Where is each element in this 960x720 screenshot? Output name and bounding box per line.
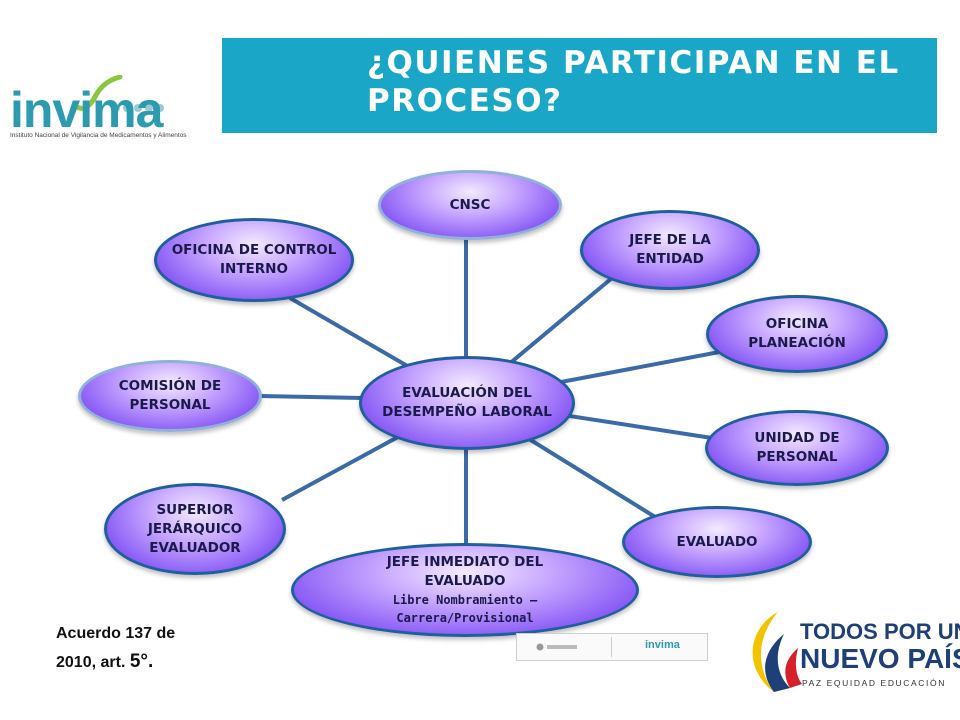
node-comision-label: COMISIÓN DE PERSONAL (118, 378, 222, 413)
footnote-line2-wrap: 2010, art. 5°. (56, 648, 216, 677)
logo-dots (112, 97, 167, 116)
title-bar: ¿QUIENES PARTICIPAN EN EL PROCESO? (222, 38, 937, 133)
logo-subtitle: Instituto Nacional de Vigilancia de Medi… (10, 132, 187, 139)
node-jefe-entidad-label: JEFE DE LA ENTIDAD (629, 232, 711, 267)
node-oficina-planeacion-label: OFICINA PLANEACIÓN (748, 316, 846, 351)
footnote-article: 5°. (129, 651, 154, 672)
node-oficina-planeacion: OFICINA PLANEACIÓN (706, 295, 888, 373)
node-cnsc-label: CNSC (449, 196, 491, 213)
government-text: TODOS POR UN NUEVO PAÍS (800, 620, 960, 674)
node-control-interno-label: OFICINA DE CONTROL INTERNO (171, 242, 337, 277)
government-line2: NUEVO PAÍS (800, 643, 960, 674)
node-evaluado-label: EVALUADO (676, 533, 758, 550)
node-superior: SUPERIOR JERÁRQUICO EVALUADOR (104, 483, 286, 575)
footer-banner: invima (516, 633, 708, 661)
node-superior-label: SUPERIOR JERÁRQUICO EVALUADOR (147, 501, 243, 556)
node-unidad-personal: UNIDAD DE PERSONAL (705, 410, 889, 486)
node-jefe-inmediato: JEFE INMEDIATO DEL EVALUADO Libre Nombra… (291, 543, 639, 637)
colombia-swoosh-icon (752, 612, 802, 692)
government-logo: TODOS POR UN NUEVO PAÍS PAZ EQUIDAD EDUC… (738, 608, 960, 698)
node-jefe-inmediato-sublabel: Libre Nombramiento – Carrera/Provisional (392, 593, 538, 625)
node-jefe-inmediato-label: JEFE INMEDIATO DEL EVALUADO (386, 554, 544, 589)
node-control-interno: OFICINA DE CONTROL INTERNO (154, 218, 354, 302)
page-title: ¿QUIENES PARTICIPAN EN EL PROCESO? (367, 45, 900, 119)
checkmark-icon (71, 75, 123, 111)
node-comision: COMISIÓN DE PERSONAL (78, 360, 262, 432)
node-evaluado: EVALUADO (622, 506, 812, 578)
banner-left-seal (535, 642, 585, 654)
invima-logo: invima Instituto Nacional de Vigilancia … (8, 75, 198, 145)
node-unidad-personal-label: UNIDAD DE PERSONAL (754, 430, 840, 465)
logo-wordmark: invima (10, 82, 163, 138)
banner-separator (611, 637, 612, 657)
footnote-line1: Acuerdo 137 de (56, 625, 176, 642)
banner-invima: invima (645, 639, 680, 651)
node-center: EVALUACIÓN DEL DESEMPEÑO LABORAL (359, 356, 575, 450)
node-cnsc: CNSC (378, 170, 562, 240)
node-center-label: EVALUACIÓN DEL DESEMPEÑO LABORAL (382, 385, 552, 420)
footnote: Acuerdo 137 de 2010, art. 5°. (56, 620, 216, 677)
footnote-line2: 2010, art. (56, 654, 126, 671)
government-tagline: PAZ EQUIDAD EDUCACIÓN (802, 678, 946, 688)
government-line1: TODOS POR UN (800, 619, 960, 644)
node-jefe-entidad: JEFE DE LA ENTIDAD (580, 210, 760, 290)
